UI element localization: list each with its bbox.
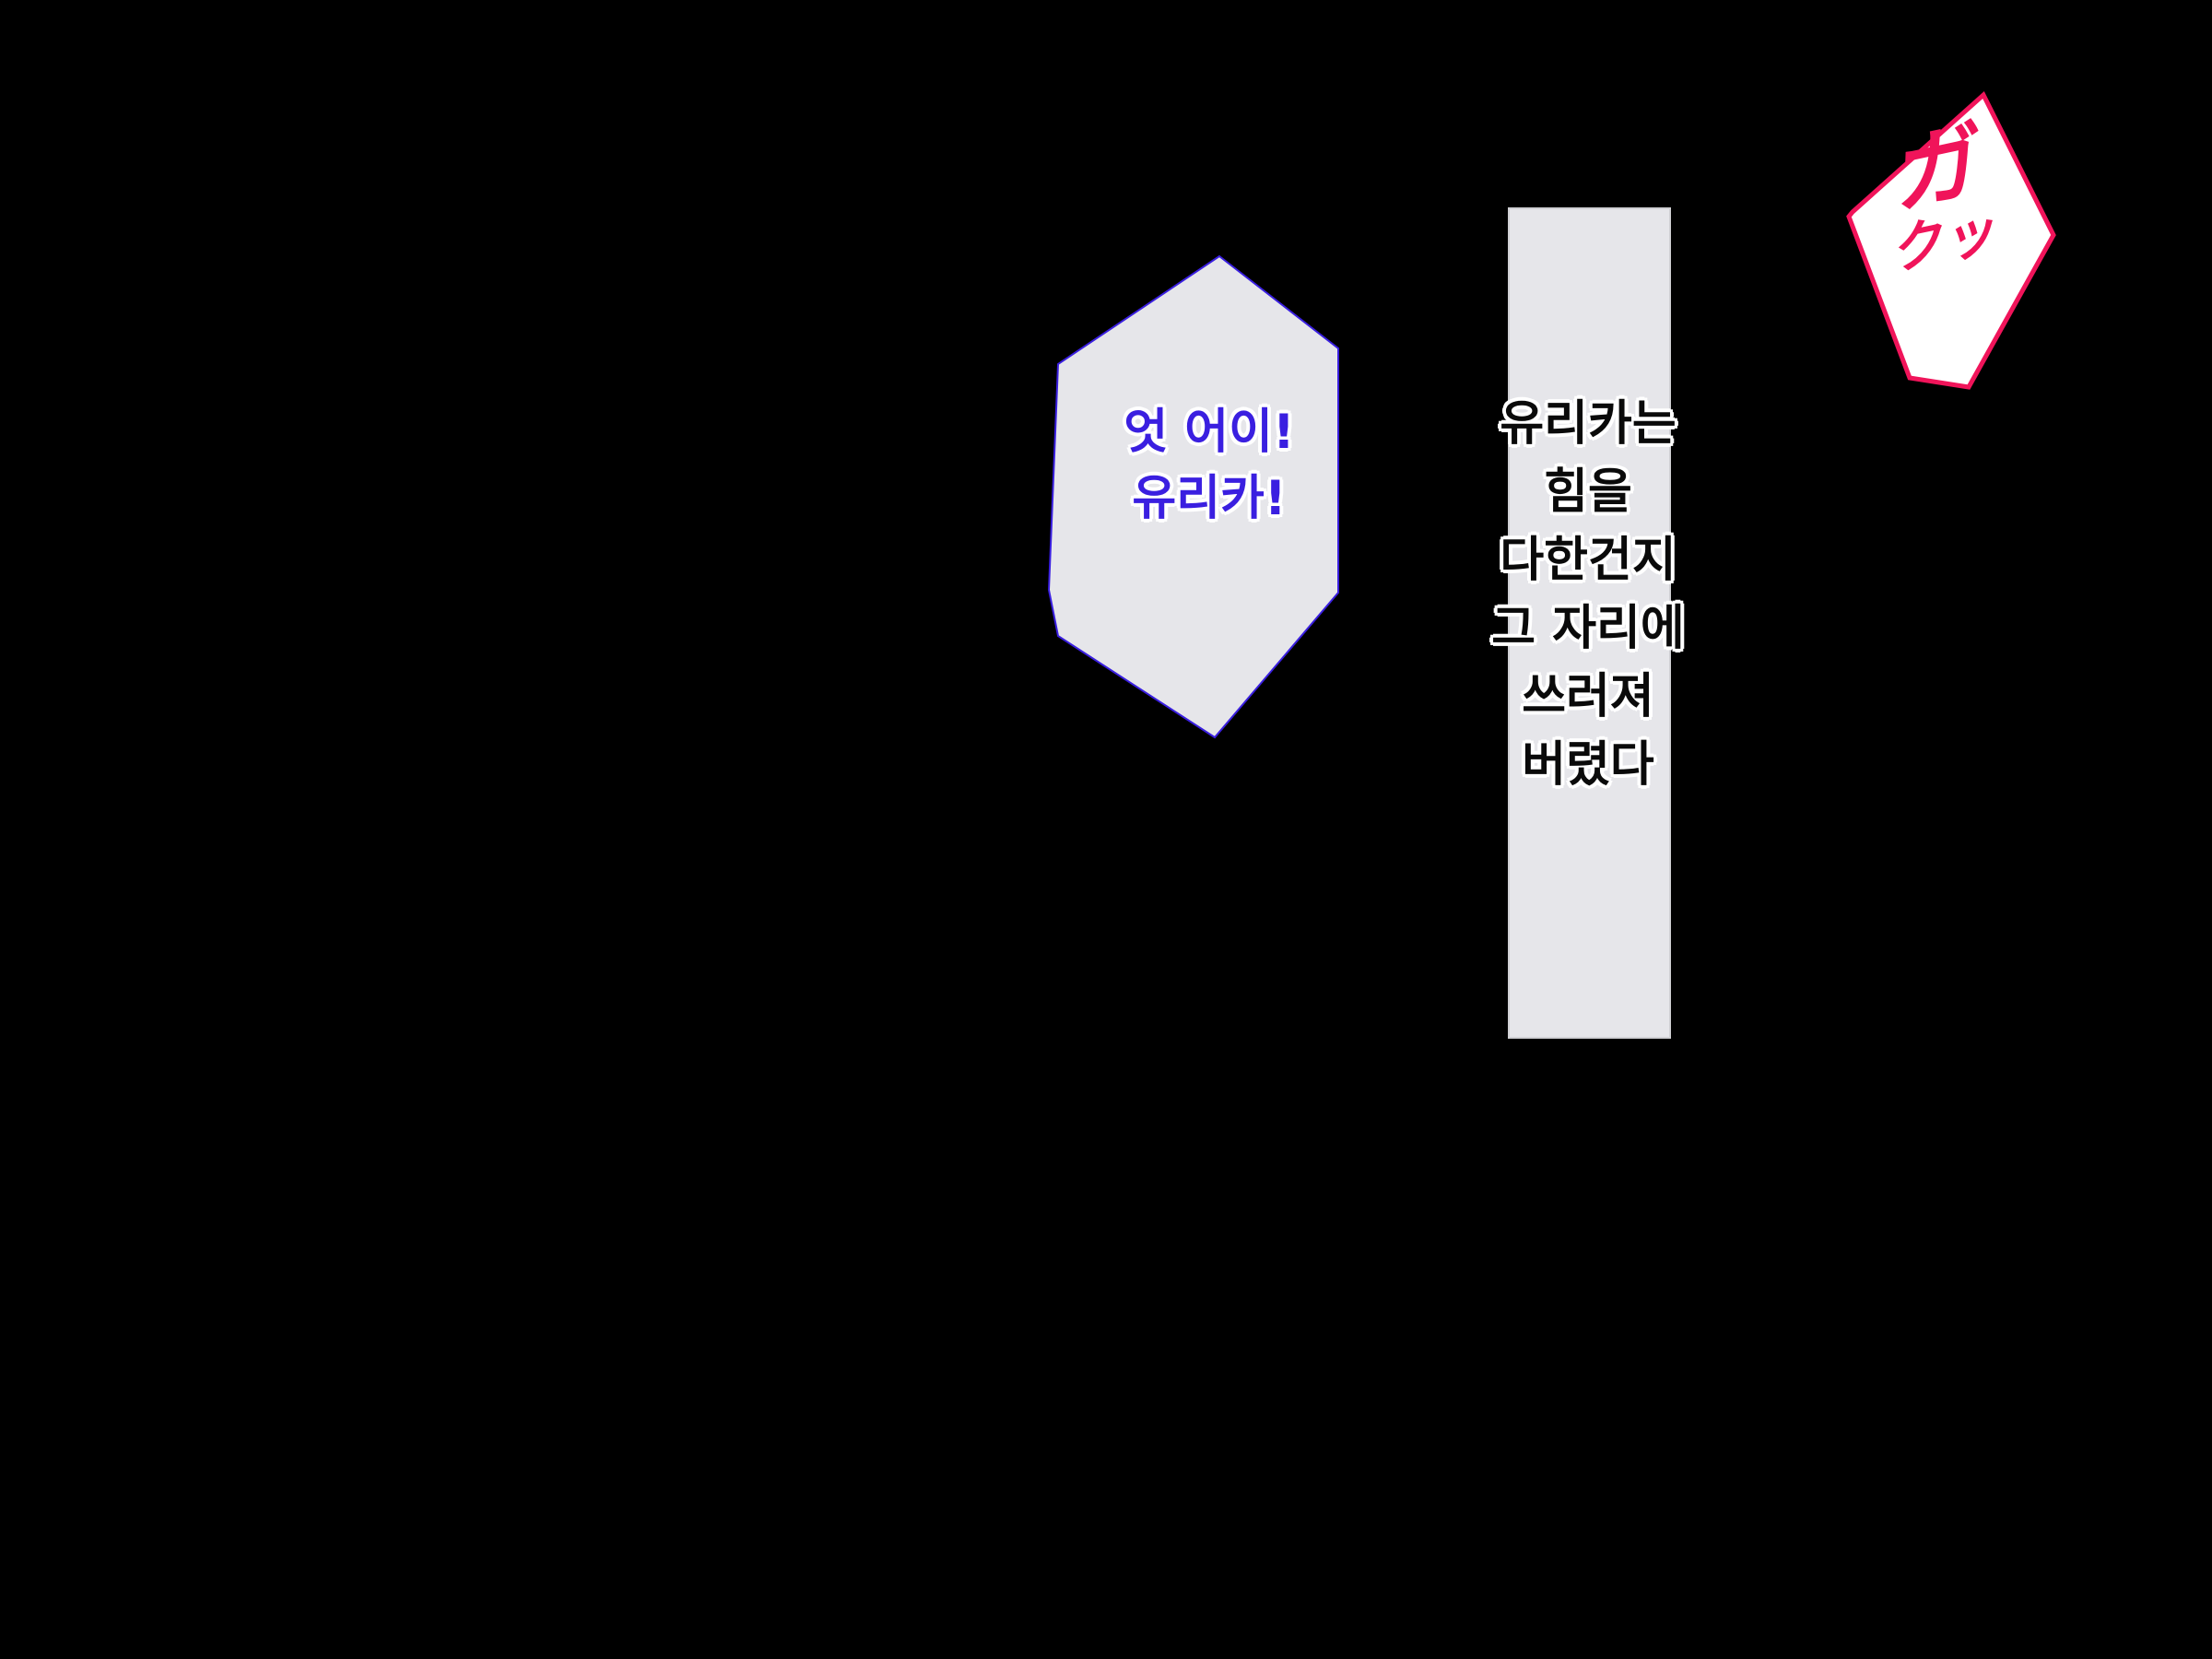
narration-line: 유리카는 [1500,396,1677,452]
narration-line: 버렸다 [1522,737,1654,793]
speech-bubble-text: 엇 어이! 유리카! [1062,399,1357,532]
sfx-small-glyphs: クッ [1883,198,2002,283]
speech-bubble [1047,254,1339,739]
sfx-burst [1846,90,2056,390]
speech-line: 유리카! [1132,471,1287,526]
sound-effect-text: ガ クッ [1880,112,2002,282]
narration-line: 그 자리에 [1491,601,1685,656]
narration-box-text: 유리카는 힘을 다한건지 그 자리에 쓰러져 버렸다 [1482,390,1694,799]
narration-box [1508,207,1671,1039]
narration-line: 쓰러져 [1522,669,1654,724]
narration-line: 다한건지 [1500,533,1677,588]
speech-line: 엇 어이! [1124,405,1295,460]
narration-line: 힘을 [1544,465,1632,520]
